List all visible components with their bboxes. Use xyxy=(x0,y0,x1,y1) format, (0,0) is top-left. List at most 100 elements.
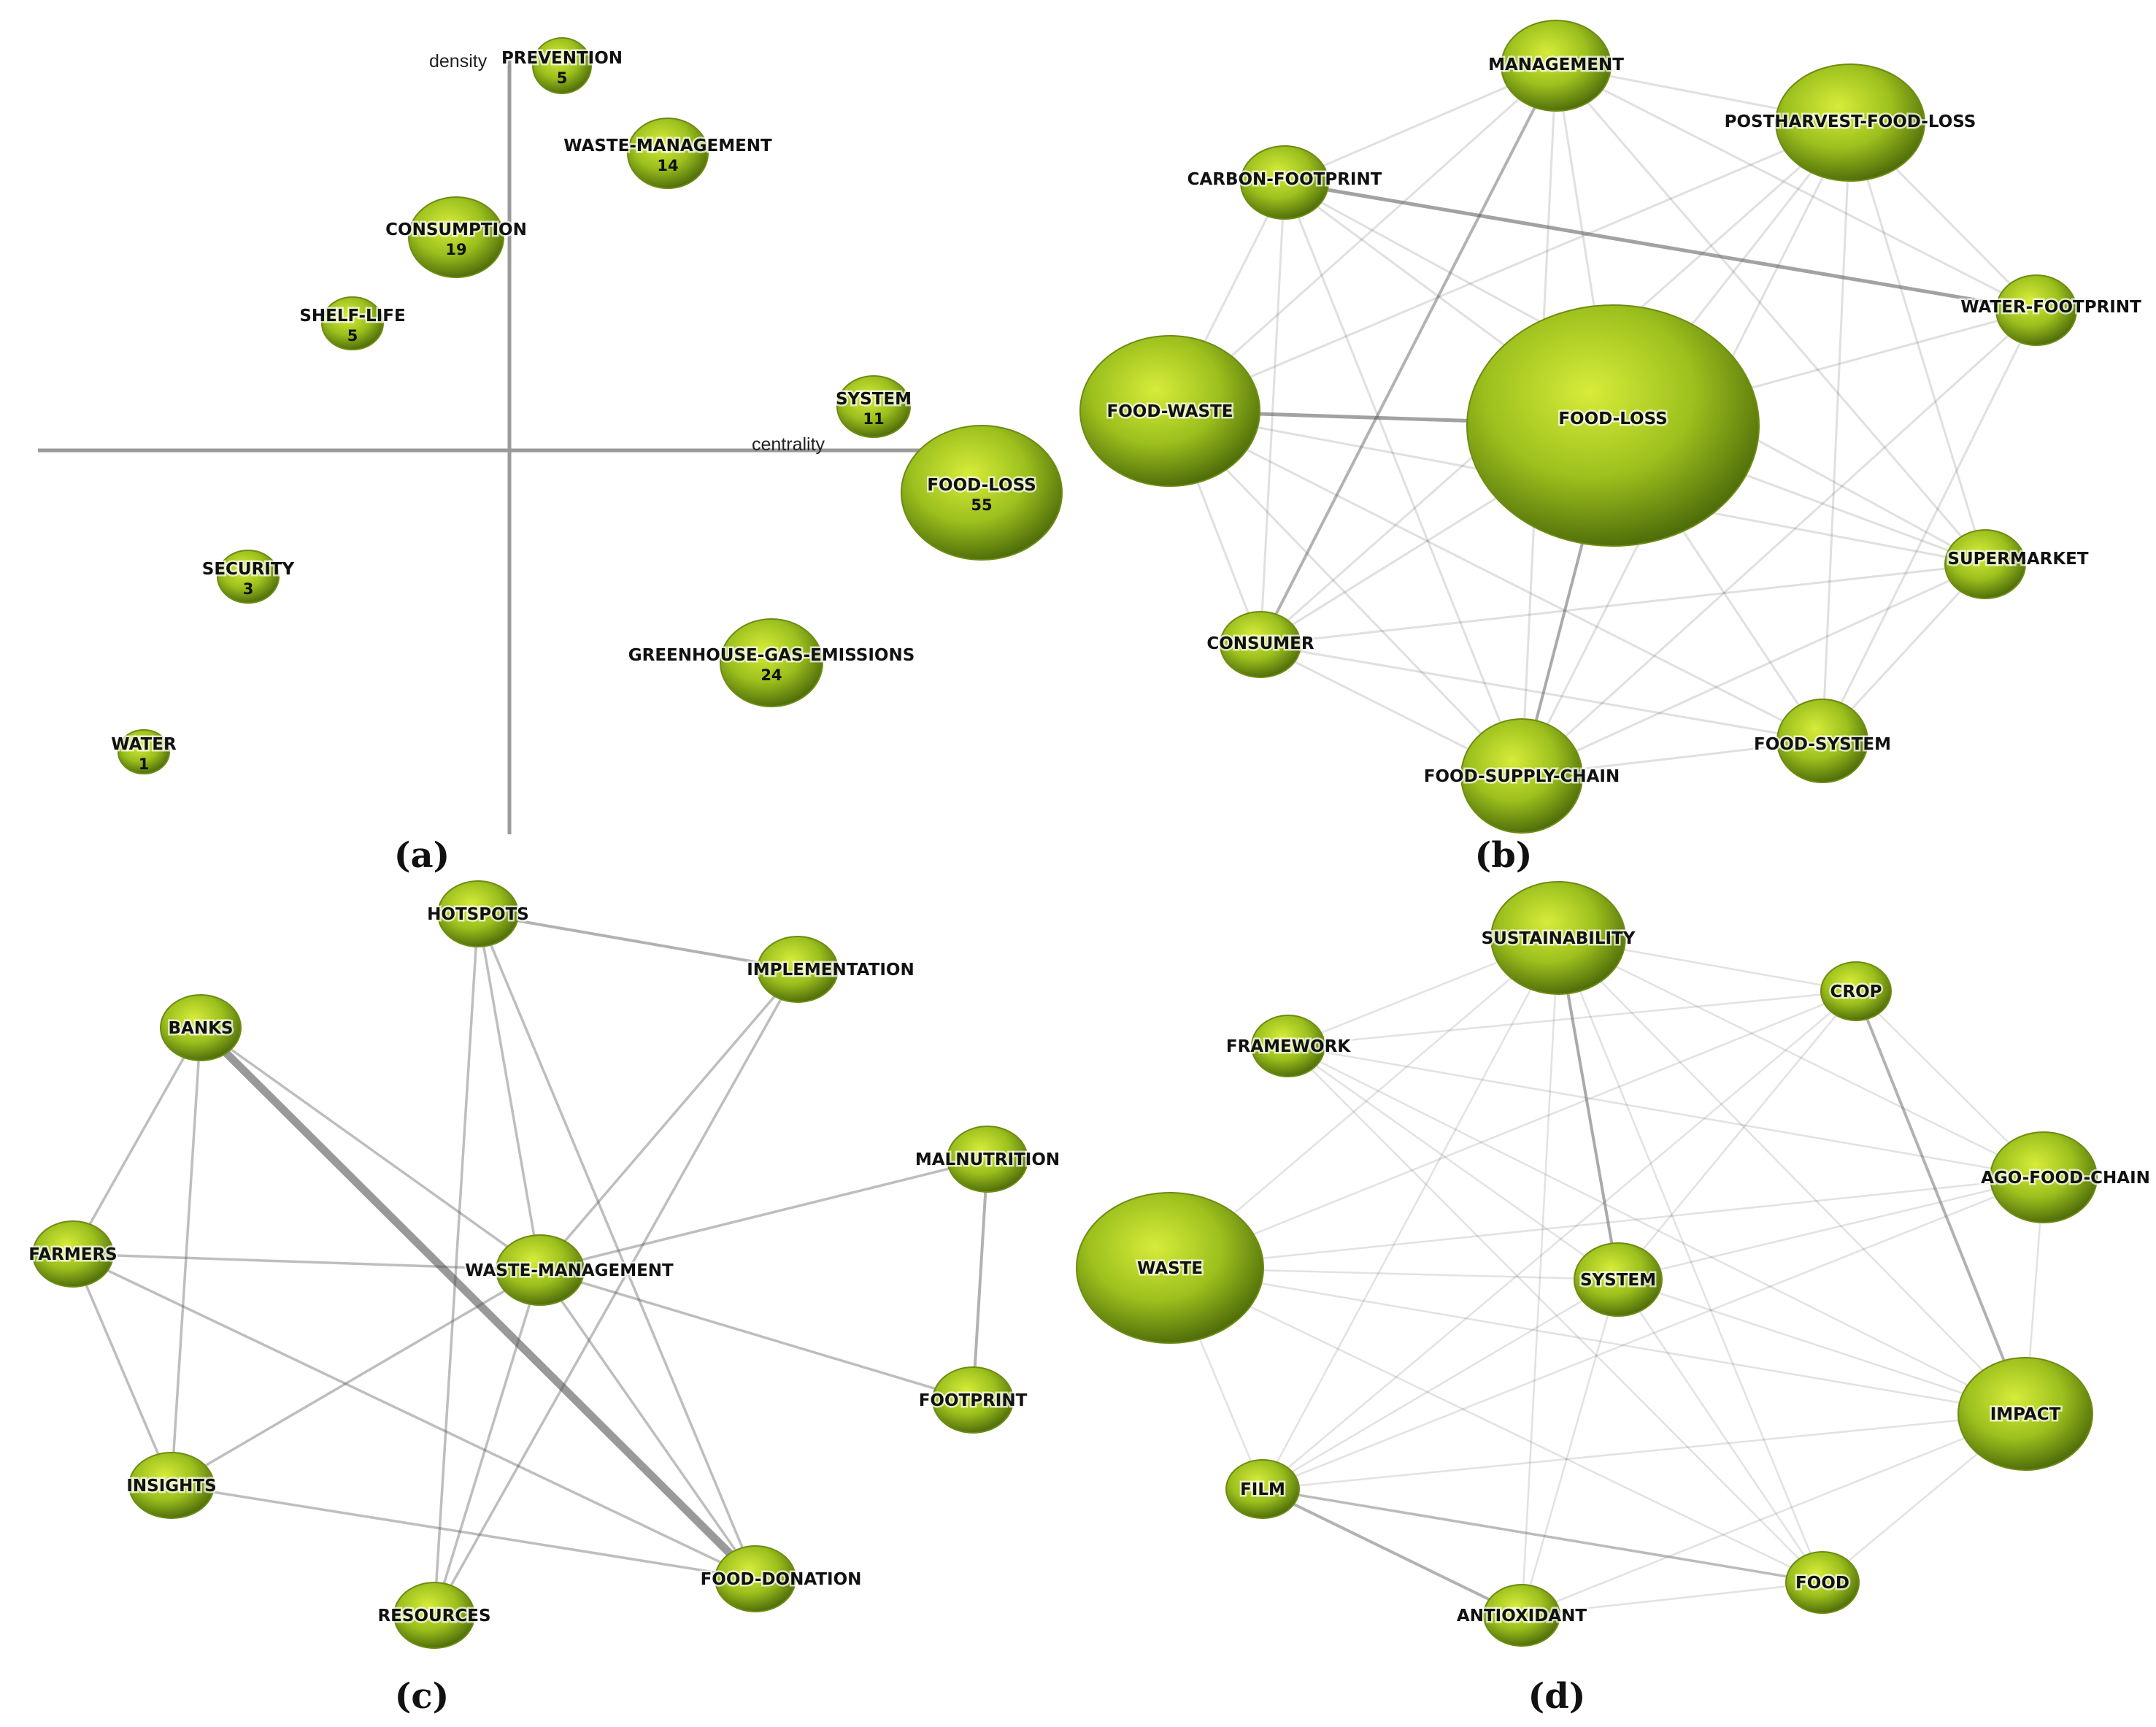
network-node-c-hotspots: HOTSPOTS xyxy=(426,880,531,947)
network-edge-waste-food xyxy=(1169,1266,1823,1584)
node-bubble xyxy=(1820,961,1892,1021)
node-label: CONSUMER xyxy=(1206,634,1314,653)
network-node-b-postharvest: POSTHARVEST-FOOD-LOSS xyxy=(1722,64,1978,182)
network-edge-hotspots-implementation xyxy=(477,912,798,971)
node-label: HOTSPOTS xyxy=(427,905,529,924)
theme-bubble xyxy=(836,375,911,438)
theme-bubble xyxy=(720,618,823,707)
network-edge-waste-ago xyxy=(1169,1176,2044,1269)
network-edge-carbon-water xyxy=(1284,180,2037,312)
node-label: FARMERS xyxy=(28,1245,117,1264)
network-edge-postharvest-foodwaste xyxy=(1169,121,1851,412)
network-edge-film-food xyxy=(1262,1488,1823,1584)
node-label: FOOD xyxy=(1795,1574,1849,1593)
node-bubble xyxy=(947,1126,1028,1193)
panel-label-d: (d) xyxy=(1528,1676,1586,1717)
panel-label-b: (b) xyxy=(1475,835,1533,876)
network-node-b-fsc: FOOD-SUPPLY-CHAIN xyxy=(1422,718,1622,834)
panel-label-c: (c) xyxy=(395,1676,450,1717)
node-bubble xyxy=(1076,1192,1264,1344)
network-node-b-carbon: CARBON-FOOTPRINT xyxy=(1185,145,1384,220)
network-edge-foodwaste-foodsystem xyxy=(1169,409,1823,742)
network-node-d-antioxidant: ANTIOXIDANT xyxy=(1455,1584,1589,1647)
node-label: ANTIOXIDANT xyxy=(1457,1607,1587,1626)
network-edge-farmers-insights xyxy=(72,1253,173,1486)
node-label: WASTE xyxy=(1137,1259,1203,1278)
network-node-c-banks: BANKS xyxy=(160,994,242,1061)
network-edge-framework-food xyxy=(1287,1045,1823,1583)
theme-label: SYSTEM xyxy=(836,390,912,409)
network-edge-supermarket-fsc xyxy=(1521,563,1986,777)
theme-label: PREVENTION xyxy=(501,49,623,68)
network-edge-film-antioxidant xyxy=(1262,1488,1522,1617)
network-edge-insights-fooddonation xyxy=(171,1484,756,1580)
node-label: FOOD-WASTE xyxy=(1107,402,1233,421)
theme-bubble xyxy=(217,550,280,604)
network-edge-banks-farmers xyxy=(72,1027,202,1255)
network-edge-management-water xyxy=(1555,64,2037,312)
network-node-b-water: WATER-FOOTPRINT xyxy=(1959,274,2144,346)
network-nodes: PREVENTION5WASTE-MANAGEMENT14CONSUMPTION… xyxy=(27,20,2152,1649)
node-label: SUPERMARKET xyxy=(1947,550,2088,569)
network-edge-system-food xyxy=(1617,1279,1824,1583)
network-node-d-framework: FRAMEWORK xyxy=(1224,1015,1353,1077)
network-edge-management-foodwaste xyxy=(1169,64,1557,412)
theme-count: 24 xyxy=(761,666,782,684)
node-bubble xyxy=(1785,1551,1860,1614)
node-bubble xyxy=(1944,529,2026,599)
network-edge-wm-malnutrition xyxy=(539,1158,988,1272)
network-edge-sustainability-impact xyxy=(1558,937,2026,1415)
network-node-d-ago: AGO-FOOD-CHAIN xyxy=(1979,1131,2152,1223)
theme-count: 11 xyxy=(863,410,884,428)
node-bubble xyxy=(757,936,839,1003)
node-bubble xyxy=(1225,1459,1300,1519)
network-edge-system-impact xyxy=(1617,1278,2026,1415)
network-edge-antioxidant-impact xyxy=(1521,1412,2026,1617)
panel-labels: (a)(b)(c)(d) xyxy=(394,835,1586,1717)
node-bubble xyxy=(1490,881,1626,995)
theme-count: 55 xyxy=(971,496,992,514)
network-edge-hotspots-wm xyxy=(477,913,542,1271)
node-label: FILM xyxy=(1240,1480,1285,1499)
network-edge-framework-impact xyxy=(1287,1045,2026,1415)
node-label: FOOD-SUPPLY-CHAIN xyxy=(1424,767,1620,786)
network-edge-farmers-fooddonation xyxy=(72,1253,756,1580)
theme-bubble xyxy=(627,118,709,189)
network-node-d-impact: IMPACT xyxy=(1957,1357,2093,1471)
node-label: MALNUTRITION xyxy=(915,1150,1060,1169)
theme-label: WATER xyxy=(111,735,177,754)
theme-count: 5 xyxy=(557,69,568,87)
node-bubble xyxy=(1775,64,1925,182)
node-bubble xyxy=(1466,304,1760,547)
theme-label: FOOD-LOSS xyxy=(927,476,1036,495)
theme-bubble xyxy=(321,296,384,350)
node-bubble xyxy=(32,1220,114,1288)
theme-count: 19 xyxy=(445,241,466,258)
theme-count: 1 xyxy=(139,755,150,773)
node-bubble xyxy=(437,880,519,947)
network-edge-consumer-supermarket xyxy=(1260,563,1986,646)
theme-count: 3 xyxy=(243,580,254,598)
node-label: FOOTPRINT xyxy=(919,1391,1028,1410)
node-bubble xyxy=(1501,20,1612,112)
theme-count: 14 xyxy=(657,157,678,174)
node-label: FOOD-SYSTEM xyxy=(1754,735,1891,754)
network-edge-framework-crop xyxy=(1287,990,1857,1047)
network-node-c-wm: WASTE-MANAGEMENT xyxy=(463,1234,676,1306)
network-node-d-crop: CROP xyxy=(1820,961,1892,1021)
network-node-b-management: MANAGEMENT xyxy=(1487,20,1626,112)
node-label: AGO-FOOD-CHAIN xyxy=(1981,1169,2150,1188)
network-edge-crop-system xyxy=(1617,991,1857,1280)
network-edge-water-foodsystem xyxy=(1821,309,2038,742)
node-bubble xyxy=(160,994,242,1061)
network-edge-antioxidant-food xyxy=(1521,1581,1823,1617)
network-edge-implementation-wm xyxy=(539,968,799,1272)
network-edge-waste-impact xyxy=(1169,1266,2026,1415)
network-node-b-foodwaste: FOOD-WASTE xyxy=(1079,335,1260,487)
network-edge-postharvest-supermarket xyxy=(1849,122,1987,565)
